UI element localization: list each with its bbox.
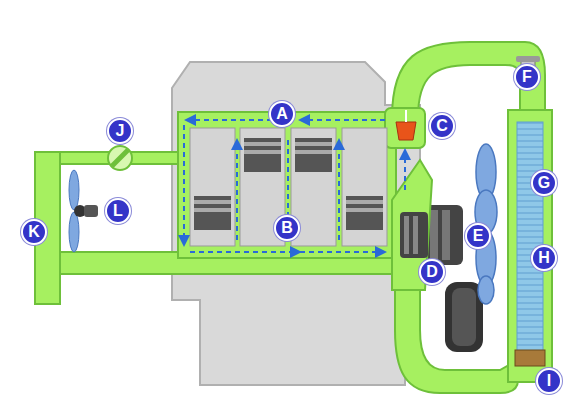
callout-letter: K xyxy=(21,219,47,245)
flow-arrows xyxy=(184,120,405,252)
callout-letter: H xyxy=(531,245,557,271)
callout-letter: L xyxy=(105,198,131,224)
cylinders xyxy=(190,128,387,246)
callout-letter: J xyxy=(107,118,133,144)
callout-letter: B xyxy=(274,215,300,241)
water-pump xyxy=(400,212,428,258)
thermostat xyxy=(396,122,416,140)
callout-letter: F xyxy=(514,64,540,90)
callout-letter: D xyxy=(419,259,445,285)
radiator xyxy=(508,56,552,382)
callout-letter: A xyxy=(269,101,295,127)
callout-letter: E xyxy=(465,223,491,249)
heater-fan xyxy=(69,170,98,252)
engine-block xyxy=(172,62,420,385)
heater-valve xyxy=(108,146,132,170)
coolant-passages xyxy=(35,42,545,393)
callout-letter: C xyxy=(429,113,455,139)
callout-letter: G xyxy=(531,170,557,196)
callout-letter: I xyxy=(536,368,562,394)
